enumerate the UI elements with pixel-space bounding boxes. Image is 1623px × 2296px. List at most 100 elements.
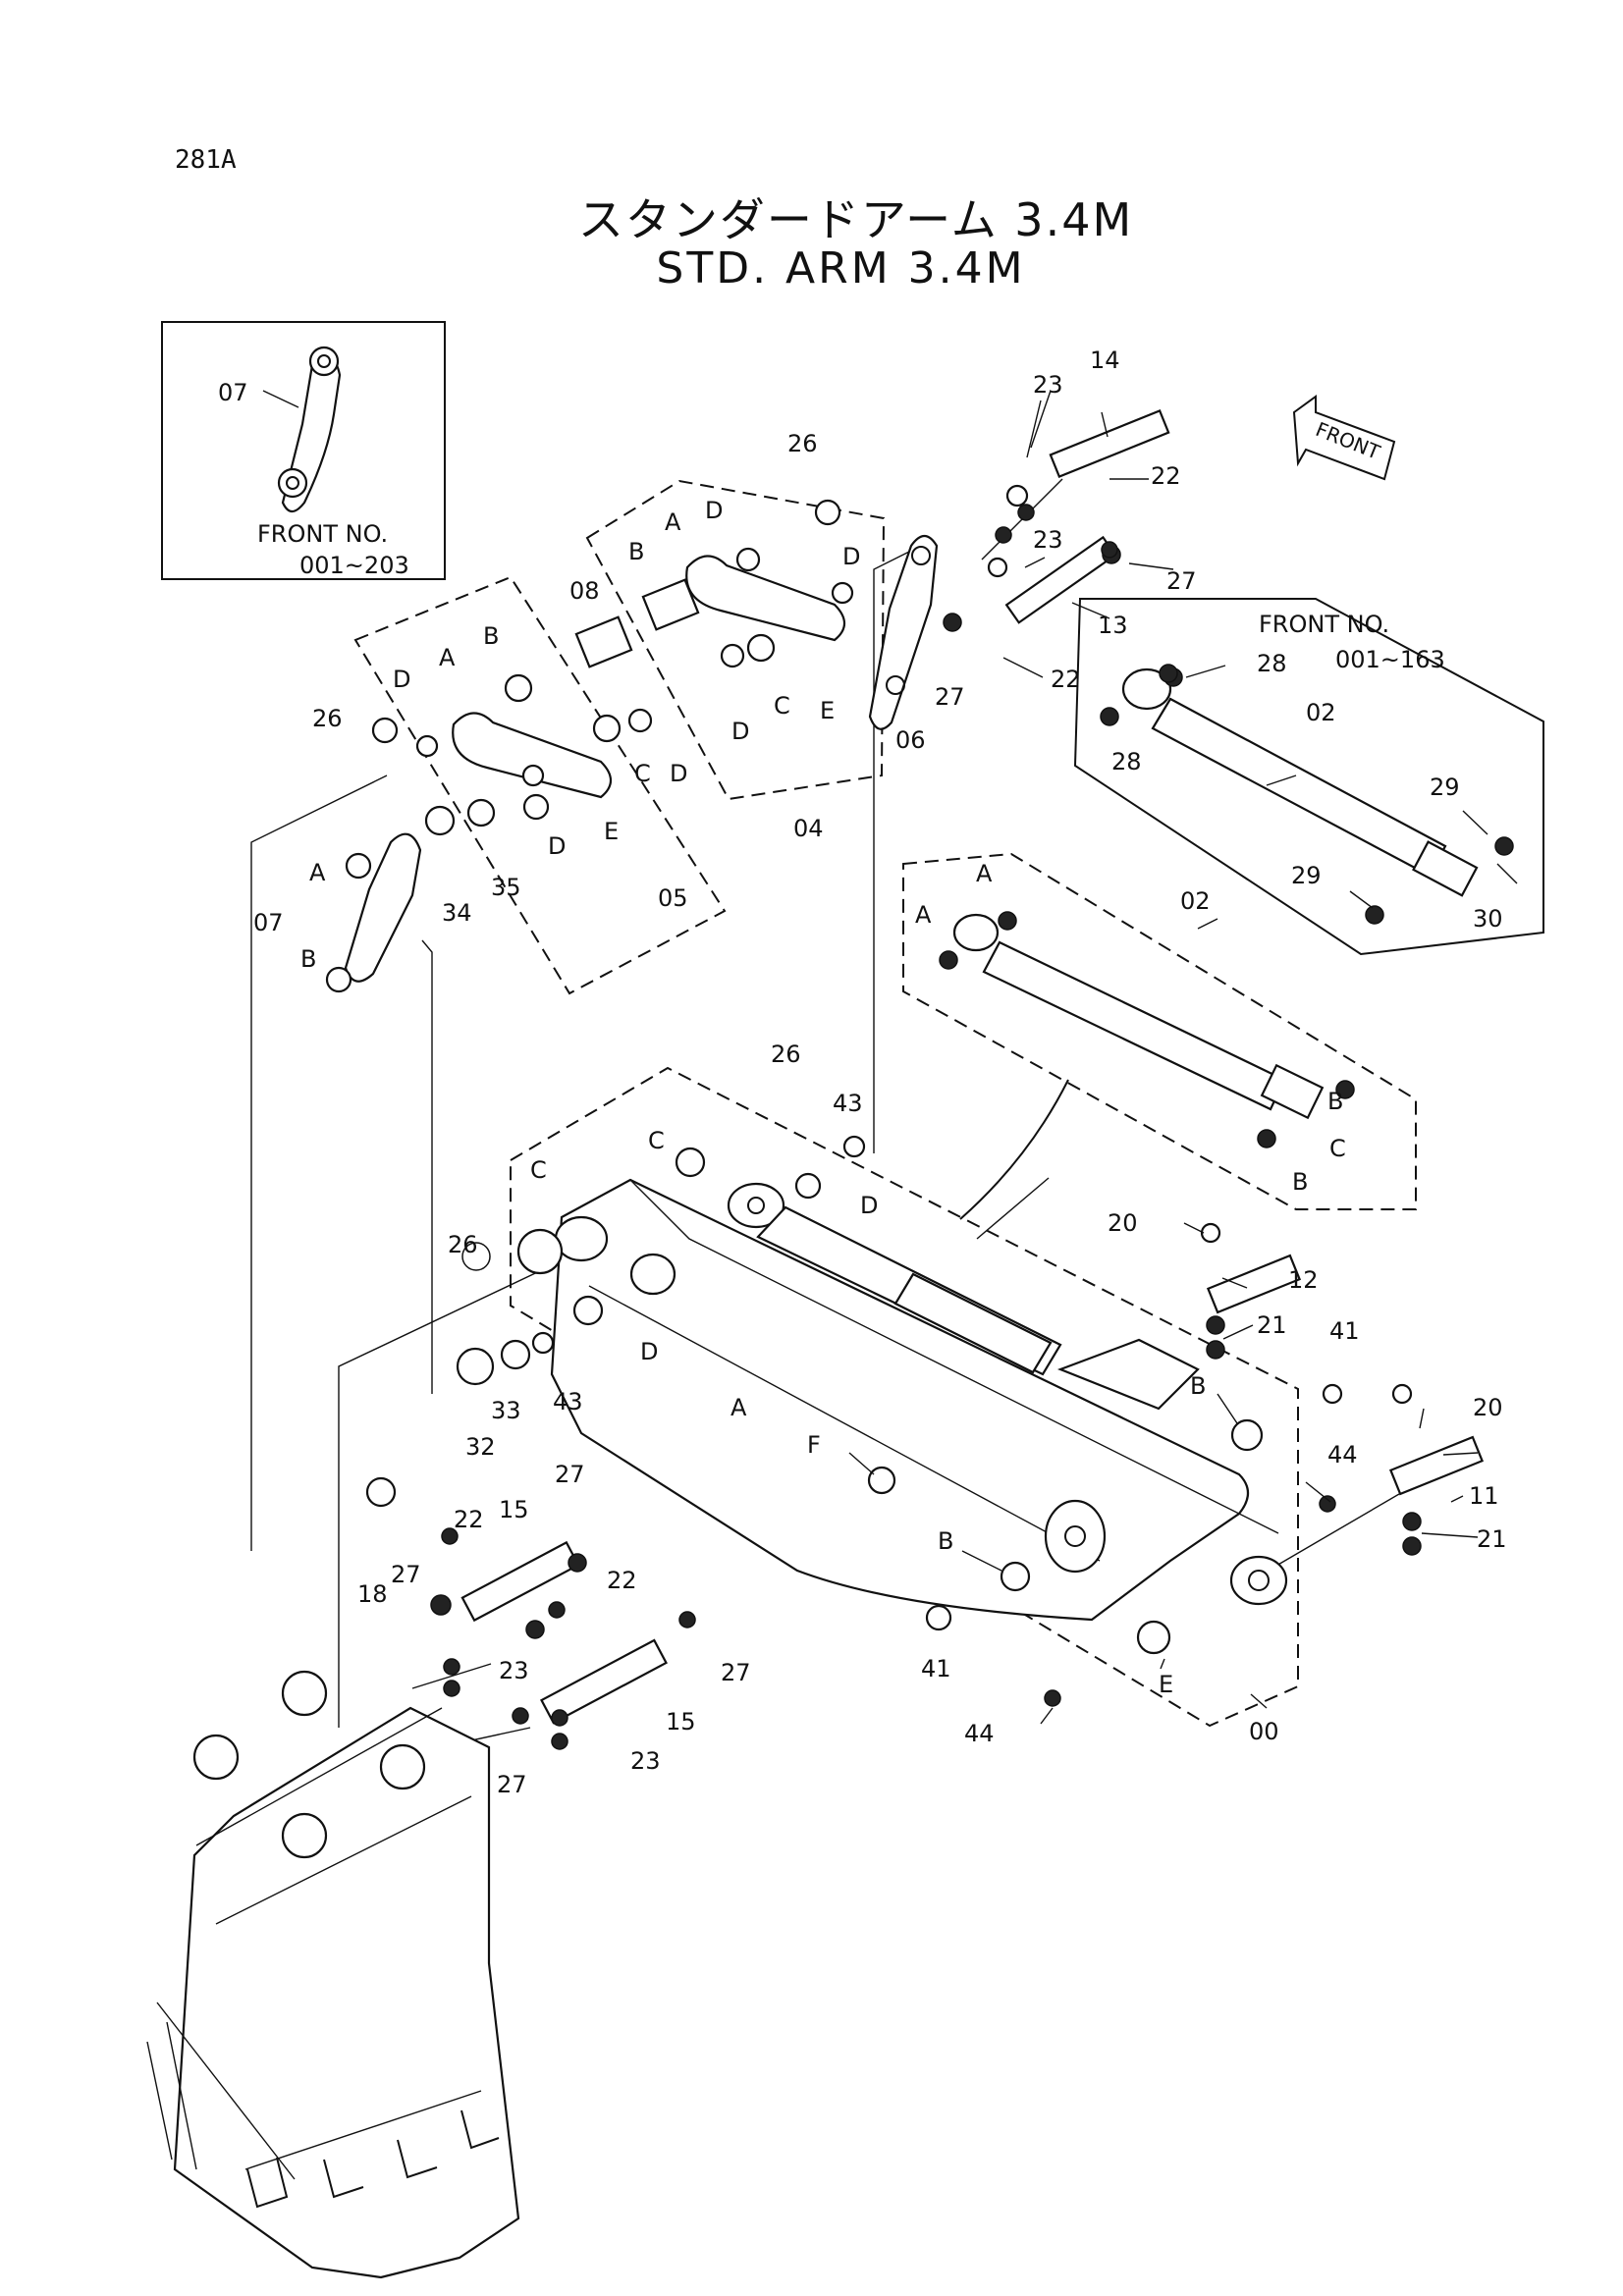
letter-D: D bbox=[842, 543, 860, 570]
letter-E: E bbox=[820, 697, 835, 724]
letter-A: A bbox=[730, 1394, 747, 1421]
letter-B: B bbox=[1327, 1088, 1343, 1115]
inset-box-left: 07 FRONT NO. 001~203 bbox=[161, 321, 446, 580]
label-34: 34 bbox=[442, 899, 472, 927]
letter-D: D bbox=[860, 1192, 878, 1219]
link-04 bbox=[685, 555, 846, 642]
letter-E: E bbox=[1159, 1671, 1173, 1698]
label-26-mid: 26 bbox=[771, 1041, 801, 1068]
label-43-bottom: 43 bbox=[553, 1388, 583, 1415]
letter-D: D bbox=[393, 666, 410, 693]
letter-B: B bbox=[483, 622, 499, 650]
label-23-lower-a: 23 bbox=[499, 1657, 529, 1684]
arm-body bbox=[550, 1178, 1288, 1622]
letter-B: B bbox=[1292, 1168, 1308, 1196]
label-04: 04 bbox=[793, 815, 824, 842]
label-30: 30 bbox=[1473, 905, 1503, 933]
label-27-left-top: 27 bbox=[555, 1461, 585, 1488]
label-41-bottom: 41 bbox=[921, 1655, 951, 1682]
label-15-right: 15 bbox=[666, 1708, 696, 1735]
label-27-left-mid: 27 bbox=[391, 1561, 421, 1588]
label-29-bottom: 29 bbox=[1291, 862, 1322, 889]
letter-B: B bbox=[300, 945, 316, 973]
label-43-top: 43 bbox=[833, 1090, 863, 1117]
link-05 bbox=[452, 712, 613, 799]
label-22-left: 22 bbox=[454, 1506, 484, 1533]
label-26-left: 26 bbox=[312, 705, 343, 732]
inset-cylinder bbox=[1100, 667, 1514, 925]
label-27-right: 27 bbox=[721, 1659, 751, 1686]
title-english: STD. ARM 3.4M bbox=[656, 243, 1026, 294]
label-00: 00 bbox=[1249, 1718, 1279, 1745]
label-02-group: 02 bbox=[1180, 887, 1211, 915]
letter-C: C bbox=[530, 1156, 547, 1184]
label-26-lower: 26 bbox=[448, 1231, 478, 1258]
label-22-mid: 22 bbox=[1051, 666, 1081, 693]
label-14: 14 bbox=[1090, 347, 1120, 374]
label-44-right: 44 bbox=[1327, 1441, 1358, 1468]
bushings bbox=[325, 484, 1422, 1750]
pins bbox=[460, 408, 1485, 1725]
bucket-cylinder-02 bbox=[939, 911, 1355, 1148]
label-20-right: 20 bbox=[1473, 1394, 1503, 1421]
letter-A: A bbox=[915, 901, 932, 929]
label-28-bottom: 28 bbox=[1111, 748, 1142, 775]
letter-D: D bbox=[640, 1338, 658, 1365]
letter-D: D bbox=[548, 832, 566, 860]
leader-lines bbox=[848, 390, 1518, 1725]
label-15-left: 15 bbox=[499, 1496, 529, 1523]
page-code: 281A bbox=[175, 145, 237, 175]
label-23-top: 23 bbox=[1033, 371, 1063, 399]
label-02-inset: 02 bbox=[1306, 699, 1336, 726]
letter-F: F bbox=[807, 1431, 821, 1459]
label-26-top: 26 bbox=[787, 430, 818, 457]
label-06: 06 bbox=[895, 726, 926, 754]
label-07-inset: 07 bbox=[218, 379, 248, 406]
inset-box-right bbox=[1073, 598, 1544, 956]
label-23-lower-b: 23 bbox=[630, 1747, 661, 1775]
reference-letters: D A B D D C E D A B C D D E A B A A B C … bbox=[300, 497, 1346, 1698]
label-20-top: 20 bbox=[1108, 1209, 1138, 1237]
letter-C: C bbox=[1329, 1135, 1346, 1162]
bucket bbox=[146, 1670, 520, 2279]
label-23-mid: 23 bbox=[1033, 526, 1063, 554]
label-22-top: 22 bbox=[1151, 462, 1181, 490]
label-08: 08 bbox=[569, 577, 600, 605]
letter-B: B bbox=[1190, 1372, 1206, 1400]
label-18: 18 bbox=[357, 1580, 388, 1608]
label-13: 13 bbox=[1098, 612, 1128, 639]
label-32: 32 bbox=[465, 1433, 496, 1461]
label-12: 12 bbox=[1288, 1266, 1319, 1294]
label-44-bottom: 44 bbox=[964, 1720, 995, 1747]
link-06 bbox=[868, 534, 939, 730]
label-07-main: 07 bbox=[253, 909, 284, 936]
letter-B: B bbox=[628, 538, 644, 565]
label-29-top: 29 bbox=[1430, 774, 1460, 801]
letter-C: C bbox=[634, 760, 651, 787]
inset-right-range: 001~163 bbox=[1335, 646, 1445, 673]
group-00-box bbox=[510, 1066, 1299, 1728]
group-05-box bbox=[353, 575, 727, 995]
label-28-top: 28 bbox=[1257, 650, 1287, 677]
letter-A: A bbox=[439, 644, 456, 671]
label-21-right: 21 bbox=[1477, 1525, 1507, 1553]
label-35: 35 bbox=[491, 874, 521, 901]
arm-cylinder bbox=[727, 1182, 1062, 1376]
letter-A: A bbox=[309, 859, 326, 886]
letter-A: A bbox=[976, 860, 993, 887]
label-27-mid: 27 bbox=[935, 683, 965, 711]
letter-A: A bbox=[665, 508, 681, 536]
label-27-lower: 27 bbox=[497, 1771, 527, 1798]
letter-E: E bbox=[604, 818, 619, 845]
group-02-box bbox=[902, 852, 1417, 1210]
front-arrow-icon: FRONT bbox=[1292, 395, 1396, 481]
title-japanese: スタンダードアーム 3.4M bbox=[577, 193, 1134, 246]
inset-right-front-no: FRONT NO. bbox=[1259, 611, 1389, 638]
inset-left-range: 001~203 bbox=[299, 552, 409, 579]
letter-C: C bbox=[648, 1127, 665, 1154]
letter-D: D bbox=[670, 760, 687, 787]
label-05: 05 bbox=[658, 884, 688, 912]
label-33: 33 bbox=[491, 1397, 521, 1424]
letter-B: B bbox=[938, 1527, 953, 1555]
